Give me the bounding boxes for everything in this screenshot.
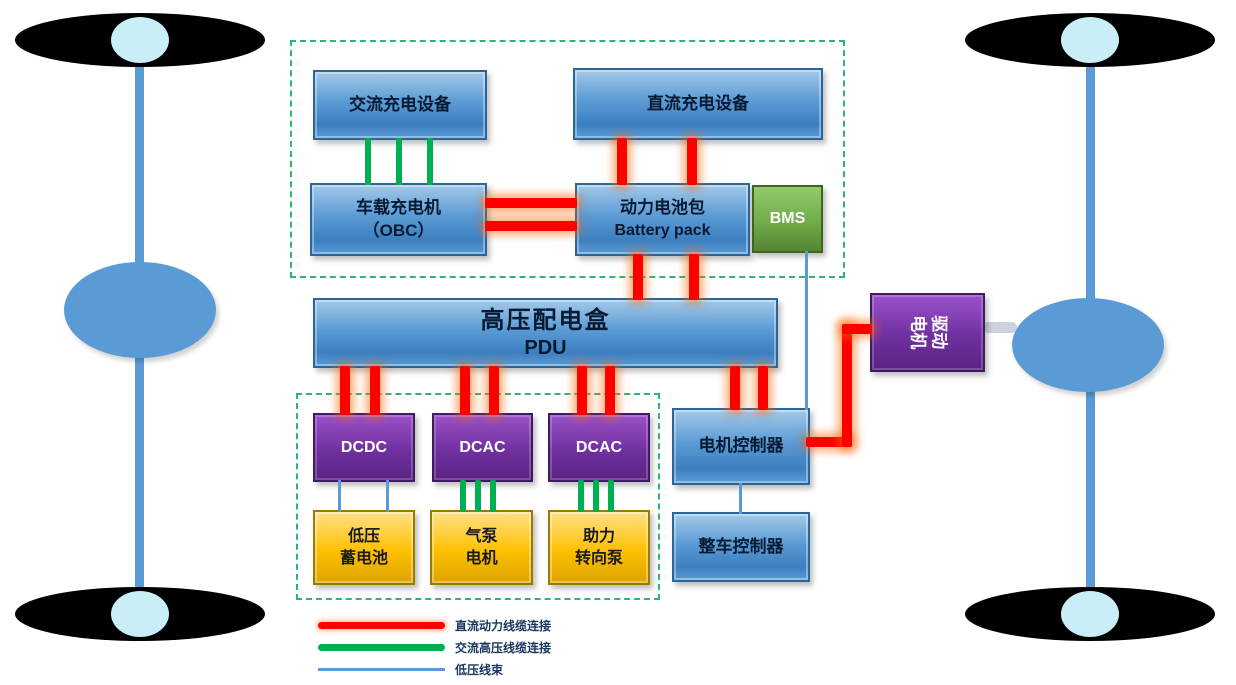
- ac-charge-equipment-label: 交流充电设备: [349, 94, 451, 114]
- dc-line-pdu-dcac2-2: [605, 366, 615, 415]
- dc-line-charger-2: [687, 138, 697, 185]
- ac-line-1: [365, 138, 371, 185]
- legend-label-ac-hv: 交流高压线缆连接: [455, 640, 552, 655]
- charging-group-border: [290, 40, 845, 278]
- pdu-box: 高压配电盒 PDU: [313, 298, 778, 368]
- dc-line-pdu-dcac1-2: [489, 366, 499, 415]
- steering-pump-label-line2: 转向泵: [574, 549, 623, 567]
- lv-line-bms-mc: [805, 251, 808, 410]
- air-pump-label-line1: 气泵: [465, 527, 498, 545]
- dcac2-box: DCAC: [548, 413, 650, 482]
- obc-label-line2: （OBC）: [362, 220, 435, 240]
- bms-box: BMS: [752, 185, 823, 253]
- pdu-label-line1: 高压配电盒: [480, 307, 611, 334]
- battery-pack-label-line2: Battery pack: [614, 222, 711, 240]
- drive-motor-label-line1: 驱动: [928, 315, 948, 350]
- lv-line-dcdc-2: [386, 480, 389, 512]
- ac-line-airpump-3: [490, 480, 496, 512]
- vehicle-controller-label: 整车控制器: [698, 536, 784, 556]
- obc-label-line1: 车载充电机: [356, 197, 441, 217]
- lv-line-mc-vc: [739, 483, 742, 514]
- left-suspension-ellipse: [64, 262, 216, 358]
- dc-charge-equipment-box: 直流充电设备: [573, 68, 823, 140]
- ac-line-2: [396, 138, 402, 185]
- legend-line-lv-harness: [318, 667, 445, 671]
- legend-line-ac-hv: [318, 643, 445, 651]
- vehicle-controller-box: 整车控制器: [672, 512, 810, 582]
- power-steering-pump-box: 助力 转向泵: [548, 510, 650, 585]
- left-rear-hub: [111, 591, 169, 637]
- battery-pack-box: 动力电池包 Battery pack: [575, 183, 750, 256]
- legend-label-dc-power: 直流动力线缆连接: [455, 618, 552, 633]
- dc-line-pdu-dcac1-1: [460, 366, 470, 415]
- left-front-hub: [111, 17, 169, 63]
- drive-motor-label: 驱动 电机: [906, 316, 949, 350]
- legend-line-dc-power: [318, 621, 445, 629]
- motor-output-shaft: [983, 322, 1017, 333]
- air-pump-label-line2: 电机: [465, 549, 498, 567]
- ac-line-airpump-1: [460, 480, 466, 512]
- ac-line-steering-1: [578, 480, 584, 512]
- dc-line-pdu-dcac2-1: [577, 366, 587, 415]
- right-front-hub: [1061, 17, 1119, 63]
- dc-line-pdu-dcdc-2: [370, 366, 380, 415]
- battery-pack-label-line1: 动力电池包: [620, 198, 705, 218]
- legend-item-dc: 直流动力线缆连接: [318, 618, 552, 633]
- dc-line-pdu-dcdc-1: [340, 366, 350, 415]
- lv-battery-label-line1: 低压: [347, 527, 380, 545]
- motor-controller-label: 电机控制器: [698, 436, 784, 456]
- lv-line-dcdc-1: [338, 480, 341, 512]
- dc-line-battery-pdu-2: [689, 254, 699, 300]
- ac-line-3: [427, 138, 433, 185]
- ac-line-steering-3: [608, 480, 614, 512]
- drive-motor-label-line2: 电机: [907, 315, 927, 350]
- obc-box: 车载充电机 （OBC）: [310, 183, 487, 256]
- dc-line-mc-motor-h2: [842, 324, 872, 334]
- right-rear-hub: [1061, 591, 1119, 637]
- dc-line-pdu-mc-2: [758, 366, 768, 410]
- dc-line-battery-pdu-1: [633, 254, 643, 300]
- dc-charge-equipment-label: 直流充电设备: [647, 93, 749, 113]
- dcdc-box: DCDC: [313, 413, 415, 482]
- dcac2-label: DCAC: [575, 438, 623, 456]
- dcac1-box: DCAC: [432, 413, 533, 482]
- drive-motor-box: 驱动 电机: [870, 293, 985, 372]
- dcac1-label: DCAC: [459, 438, 506, 456]
- steering-pump-label-line1: 助力: [582, 527, 615, 545]
- lv-battery-label-line2: 蓄电池: [339, 549, 388, 567]
- dc-line-mc-motor-v: [842, 324, 852, 447]
- legend-item-ac: 交流高压线缆连接: [318, 640, 552, 655]
- dc-line-obc-2: [485, 221, 577, 231]
- dc-line-charger-1: [617, 138, 627, 185]
- pdu-label-line2: PDU: [524, 337, 567, 359]
- lv-battery-box: 低压 蓄电池: [313, 510, 415, 585]
- bms-label: BMS: [769, 210, 806, 228]
- dc-line-obc-1: [485, 198, 577, 208]
- legend-item-lv: 低压线束: [318, 662, 504, 677]
- legend-label-lv-harness: 低压线束: [455, 662, 504, 677]
- motor-controller-box: 电机控制器: [672, 408, 810, 485]
- ac-line-steering-2: [593, 480, 599, 512]
- ac-charge-equipment-box: 交流充电设备: [313, 70, 487, 140]
- ac-line-airpump-2: [475, 480, 481, 512]
- dcdc-label: DCDC: [340, 438, 388, 456]
- air-pump-motor-box: 气泵 电机: [430, 510, 533, 585]
- auxiliary-group-border: [296, 393, 660, 600]
- right-suspension-ellipse: [1012, 298, 1164, 392]
- dc-line-pdu-mc-1: [730, 366, 740, 410]
- dc-line-mc-motor-h1: [806, 437, 852, 447]
